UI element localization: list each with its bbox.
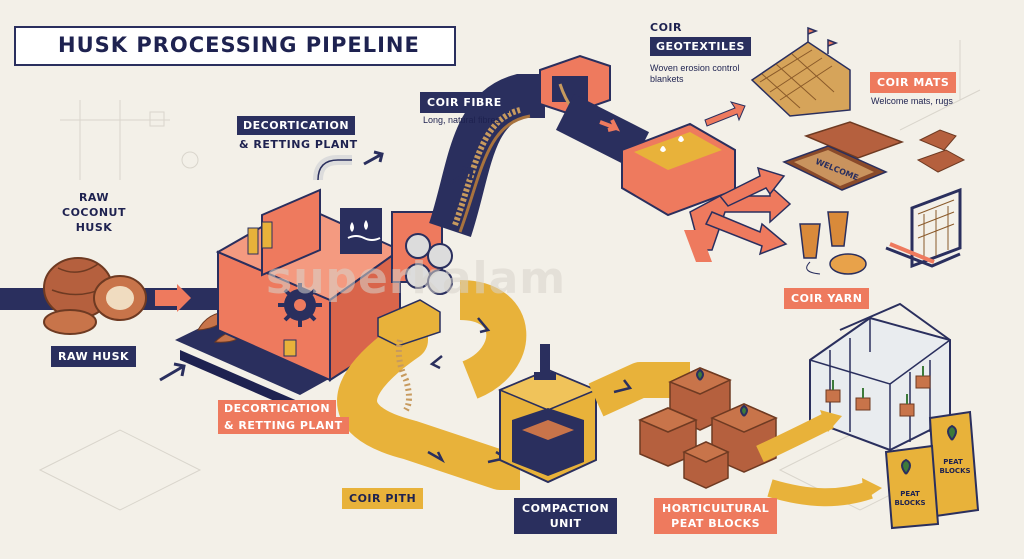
decortication-top-line2: & RETTING PLANT [239, 138, 358, 151]
fibre-conveyor [429, 74, 545, 237]
coconut-icon [43, 257, 147, 335]
coir-yarn-label: COIR YARN [784, 288, 870, 309]
water-drops-icon [347, 220, 381, 241]
coir-pith-label: COIR PITH [342, 488, 424, 509]
decortication-bottom-line2: & RETTING PLANT [218, 417, 349, 434]
peat-blocks-line1: HORTICULTURAL [662, 502, 770, 515]
coir-mats-sub: Welcome mats, rugs [871, 96, 953, 106]
input-arrow [155, 284, 191, 312]
background-sketch [38, 40, 981, 511]
peat-bags [884, 410, 980, 530]
raw-coconut-husk-line3: HUSK [75, 221, 113, 234]
decortication-top-line1: DECORTICATION [237, 116, 356, 135]
page-title: HUSK PROCESSING PIPELINE [58, 33, 420, 57]
raw-coconut-husk-label: RAW COCONUT HUSK [54, 190, 134, 235]
fibre-hopper [539, 54, 611, 126]
geotextiles-line1: COIR [650, 21, 682, 34]
loom-icon [885, 187, 962, 269]
gear-icon [278, 283, 322, 327]
retting-tank [621, 122, 736, 217]
raw-coconut-husk-line1: RAW [78, 191, 110, 204]
coir-mats-label: COIR MATS [870, 72, 957, 93]
direction-arrows [159, 150, 474, 382]
decortication-machine [175, 155, 453, 412]
compaction-unit [498, 344, 598, 484]
title-frame [14, 26, 456, 66]
compaction-line2: UNIT [549, 517, 582, 530]
geotextiles-line2: GEOTEXTILES [650, 37, 751, 56]
bag-text-bottom: BLOCKS [894, 499, 925, 507]
peat-blocks-label: HORTICULTURAL PEAT BLOCKS [654, 498, 778, 534]
decortication-bottom-line1: DECORTICATION [218, 400, 337, 417]
raw-husk-label: RAW HUSK [51, 346, 137, 367]
peat-blocks [638, 367, 778, 489]
decortication-top-label: DECORTICATION & RETTING PLANT [237, 116, 360, 154]
spool-icon [799, 211, 867, 275]
geotextile-slope [750, 26, 851, 117]
compaction-line1: COMPACTION [522, 502, 610, 515]
compaction-unit-label: COMPACTION UNIT [514, 498, 618, 534]
watermark: superkalam [266, 253, 567, 304]
split-arrows [684, 166, 792, 262]
pith-conveyor [337, 320, 520, 490]
raw-coconut-husk-line2: COCONUT [62, 206, 126, 219]
coir-fibre-label: COIR FIBRE [420, 92, 509, 113]
coir-geotextiles-label: COIR GEOTEXTILES [650, 18, 751, 56]
decortication-bottom-label: DECORTICATION & RETTING PLANT [218, 400, 349, 434]
coir-mats [782, 121, 966, 191]
geotextiles-sub-line2: blankets [650, 74, 684, 84]
coir-fibre-sub: Long, natural fibres [423, 115, 501, 125]
geotextiles-sub-line1: Woven erosion control [650, 63, 740, 73]
geotextiles-sub: Woven erosion control blankets [650, 63, 739, 85]
bag2-text-top: PEAT [943, 458, 963, 466]
arrow-to-geotextiles [704, 101, 746, 127]
bag2-text-bottom: BLOCKS [939, 467, 970, 475]
bag-text-top: PEAT [900, 490, 920, 498]
peat-blocks-line2: PEAT BLOCKS [671, 517, 761, 530]
